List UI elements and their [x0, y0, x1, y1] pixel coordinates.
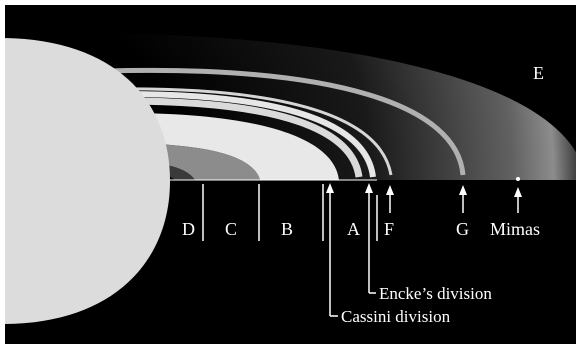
label-e-ring: E — [533, 63, 544, 83]
label-cassini-division: Cassini division — [341, 307, 451, 326]
cassini-arrowhead — [326, 183, 334, 193]
f-arrowhead — [386, 185, 394, 195]
saturn-ring-diagram: D C B A F G Mimas E Encke’s division Cas… — [5, 5, 576, 344]
diagram-canvas: D C B A F G Mimas E Encke’s division Cas… — [5, 5, 576, 344]
mimas-dot — [516, 177, 520, 181]
label-b-ring: B — [281, 219, 293, 239]
label-g-ring: G — [456, 219, 469, 239]
mimas-arrowhead — [514, 187, 522, 197]
encke-arrowhead — [365, 183, 373, 193]
label-mimas: Mimas — [490, 219, 540, 239]
label-d-ring: D — [182, 219, 195, 239]
g-arrowhead — [459, 185, 467, 195]
label-encke-division: Encke’s division — [379, 284, 492, 303]
label-a-ring: A — [347, 219, 360, 239]
label-c-ring: C — [225, 219, 237, 239]
label-f-ring: F — [384, 219, 394, 239]
